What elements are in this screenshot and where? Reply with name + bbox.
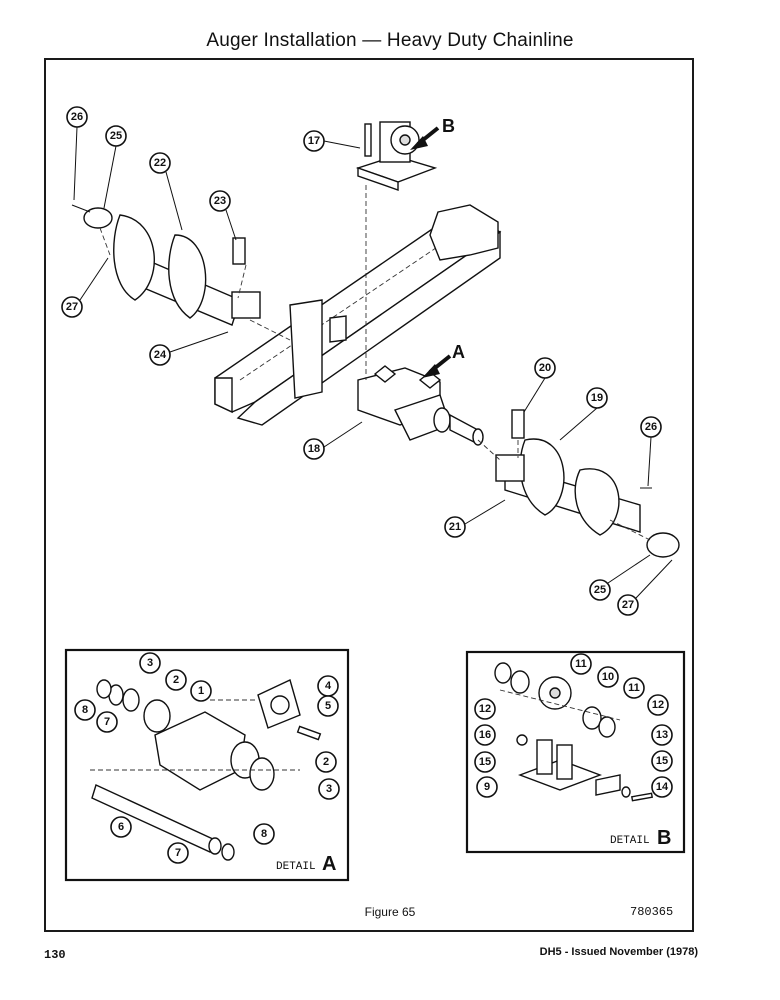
detail-b-callout-12b: 12 [647,694,669,716]
detail-b-callout-9: 9 [476,776,498,798]
svg-text:10: 10 [602,671,614,683]
sprocket-bracket-b [355,121,438,191]
callout-27-right: 27 [617,594,639,616]
svg-text:3: 3 [326,783,332,795]
svg-text:25: 25 [594,584,606,596]
detail-b-callout-16: 16 [474,724,496,746]
detail-b-callout-10: 10 [597,666,619,688]
callout-20: 20 [534,357,556,379]
view-arrow-b: B [410,116,455,150]
detail-b-callout-13: 13 [651,724,673,746]
detail-a-callout-8b: 8 [253,823,275,845]
svg-text:15: 15 [479,756,491,768]
svg-text:20: 20 [539,362,551,374]
callout-24: 24 [149,344,171,366]
detail-a: 3 2 1 4 8 7 5 2 3 6 8 7 DETAIL A [64,648,350,882]
callout-19: 19 [586,387,608,409]
callout-25: 25 [105,125,127,147]
callout-18: 18 [303,438,325,460]
svg-text:27: 27 [66,301,78,313]
detail-a-callout-6: 6 [110,816,132,838]
figure-number: 780365 [630,905,674,919]
detail-b-callout-15b: 15 [651,750,673,772]
detail-a-callout-7b: 7 [167,842,189,864]
figure-frame [44,58,694,932]
page-number: 130 [44,948,66,962]
right-auger [495,409,680,558]
detail-b: 11 10 11 12 12 16 13 15 15 9 14 DETAIL B [465,650,686,854]
svg-text:11: 11 [628,682,640,694]
detail-a-callout-2b: 2 [315,751,337,773]
svg-text:4: 4 [325,680,332,692]
callout-21: 21 [444,516,466,538]
svg-text:2: 2 [323,756,329,768]
svg-text:8: 8 [82,704,88,716]
detail-b-letter: B [657,827,671,849]
svg-text:17: 17 [308,135,320,147]
detail-a-letter: A [322,853,336,875]
callout-22: 22 [149,152,171,174]
svg-text:12: 12 [652,699,664,711]
svg-text:3: 3 [147,657,153,669]
view-arrow-a: A [422,342,465,378]
svg-text:7: 7 [175,847,181,859]
detail-b-label: DETAIL [610,835,650,847]
callout-25-right: 25 [589,579,611,601]
callout-23: 23 [209,190,231,212]
svg-text:18: 18 [308,443,320,455]
detail-a-callout-3b: 3 [318,778,340,800]
detail-a-label: DETAIL [276,861,316,873]
callout-27: 27 [61,296,83,318]
svg-text:15: 15 [656,755,668,767]
svg-text:7: 7 [104,716,110,728]
svg-text:25: 25 [110,130,122,142]
detail-b-callout-14: 14 [651,776,673,798]
view-letter-a: A [452,342,465,362]
page-title: Auger Installation — Heavy Duty Chainlin… [206,30,574,51]
svg-text:2: 2 [173,674,179,686]
issue-note: DH5 - Issued November (1978) [539,946,698,958]
callout-17: 17 [303,130,325,152]
main-callouts: 26 25 22 23 27 24 17 18 20 19 26 21 25 2… [61,106,662,616]
svg-text:1: 1 [198,685,204,697]
svg-text:22: 22 [154,157,166,169]
left-auger [71,204,261,326]
detail-a-callout-8: 8 [74,699,96,721]
callout-26-right: 26 [640,416,662,438]
detail-a-callout-1: 1 [190,680,212,702]
svg-text:6: 6 [118,821,124,833]
svg-text:23: 23 [214,195,226,207]
svg-text:19: 19 [591,392,603,404]
main-leaders [73,126,673,599]
svg-text:27: 27 [622,599,634,611]
frame-beam [214,204,502,426]
view-letter-b: B [442,116,455,136]
detail-b-callout-15: 15 [474,751,496,773]
detail-a-callout-7: 7 [96,711,118,733]
figure-caption: Figure 65 [364,905,416,919]
svg-text:8: 8 [261,828,267,840]
detail-b-callout-11: 11 [570,653,592,675]
callout-26: 26 [66,106,88,128]
assembly-lines [99,185,651,541]
svg-text:14: 14 [656,781,669,793]
svg-text:26: 26 [645,421,657,433]
svg-text:16: 16 [479,729,491,741]
svg-text:21: 21 [449,521,461,533]
detail-a-callout-4: 4 [317,675,339,697]
svg-text:24: 24 [154,349,167,361]
svg-text:13: 13 [656,729,668,741]
svg-text:26: 26 [71,111,83,123]
detail-b-callout-11b: 11 [623,677,645,699]
detail-a-callout-5: 5 [317,695,339,717]
svg-text:11: 11 [575,658,587,670]
svg-text:12: 12 [479,703,491,715]
detail-a-callout-2: 2 [165,669,187,691]
gearbox-a [357,365,484,446]
detail-a-callout-3: 3 [139,652,161,674]
svg-text:9: 9 [484,781,490,793]
svg-text:5: 5 [325,700,331,712]
detail-b-callout-12: 12 [474,698,496,720]
